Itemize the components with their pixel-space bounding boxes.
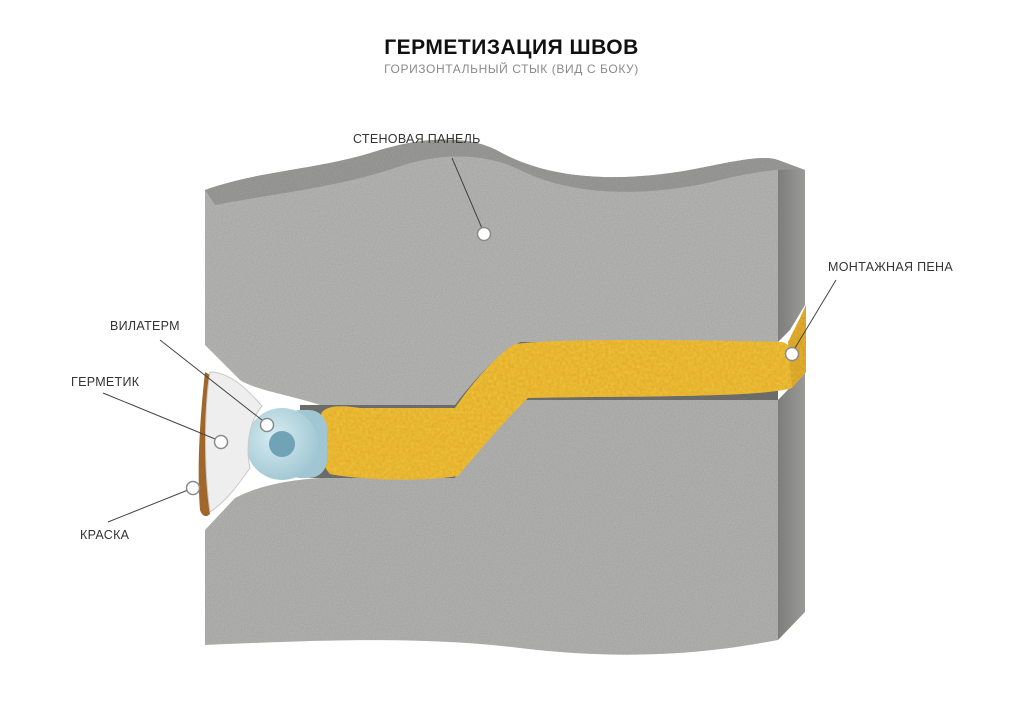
leader-lines <box>102 157 837 523</box>
marker-foam[interactable] <box>784 346 800 362</box>
label-foam: МОНТАЖНАЯ ПЕНА <box>828 260 953 274</box>
foam-protrusion <box>788 305 806 388</box>
sealant <box>205 371 263 513</box>
leader-wall-panel <box>451 157 485 234</box>
mounting-foam <box>318 340 797 480</box>
vilaterm-cord <box>246 408 327 480</box>
leader-foam <box>791 279 837 354</box>
label-paint: КРАСКА <box>80 528 130 542</box>
marker-sealant[interactable] <box>213 434 229 450</box>
leader-sealant <box>102 392 221 442</box>
lower-panel-side <box>778 372 805 640</box>
diagram-subtitle: ГОРИЗОНТАЛЬНЫЙ СТЫК (ВИД С БОКУ) <box>384 62 639 76</box>
lower-wall-panel <box>205 400 778 655</box>
leader-paint <box>107 487 194 523</box>
upper-panel-top-edge <box>205 139 805 205</box>
label-sealant: ГЕРМЕТИК <box>71 375 140 389</box>
marker-vilaterm[interactable] <box>259 417 275 433</box>
upper-panel-side <box>778 160 805 342</box>
label-vilaterm: ВИЛАТЕРМ <box>110 319 180 333</box>
leader-vilaterm <box>159 339 268 425</box>
marker-paint[interactable] <box>185 480 201 496</box>
marker-wall-panel[interactable] <box>476 226 492 242</box>
upper-wall-panel <box>205 139 778 405</box>
label-wall-panel: СТЕНОВАЯ ПАНЕЛЬ <box>353 132 481 146</box>
diagram-title: ГЕРМЕТИЗАЦИЯ ШВОВ <box>384 36 639 59</box>
